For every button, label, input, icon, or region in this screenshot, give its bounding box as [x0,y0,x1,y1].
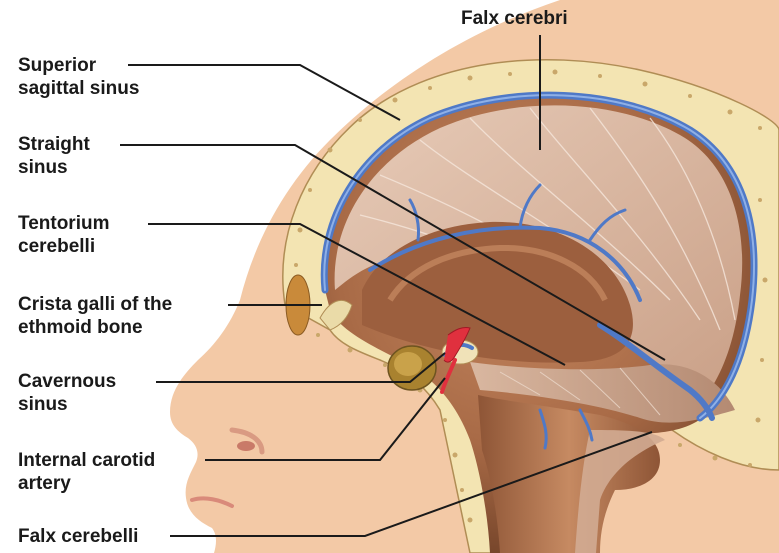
label-crista-galli: Crista galli of the ethmoid bone [18,293,172,339]
label-falx-cerebelli: Falx cerebelli [18,525,138,548]
label-internal-carotid-artery: Internal carotid artery [18,449,155,495]
nostril [237,441,255,451]
label-tentorium-cerebelli: Tentorium cerebelli [18,212,109,258]
label-straight-sinus: Straight sinus [18,133,90,179]
label-superior-sagittal-sinus: Superior sagittal sinus [18,54,139,100]
label-falx-cerebri: Falx cerebri [461,7,568,30]
label-cavernous-sinus: Cavernous sinus [18,370,116,416]
leader-superior-sagittal-sinus [128,65,400,120]
